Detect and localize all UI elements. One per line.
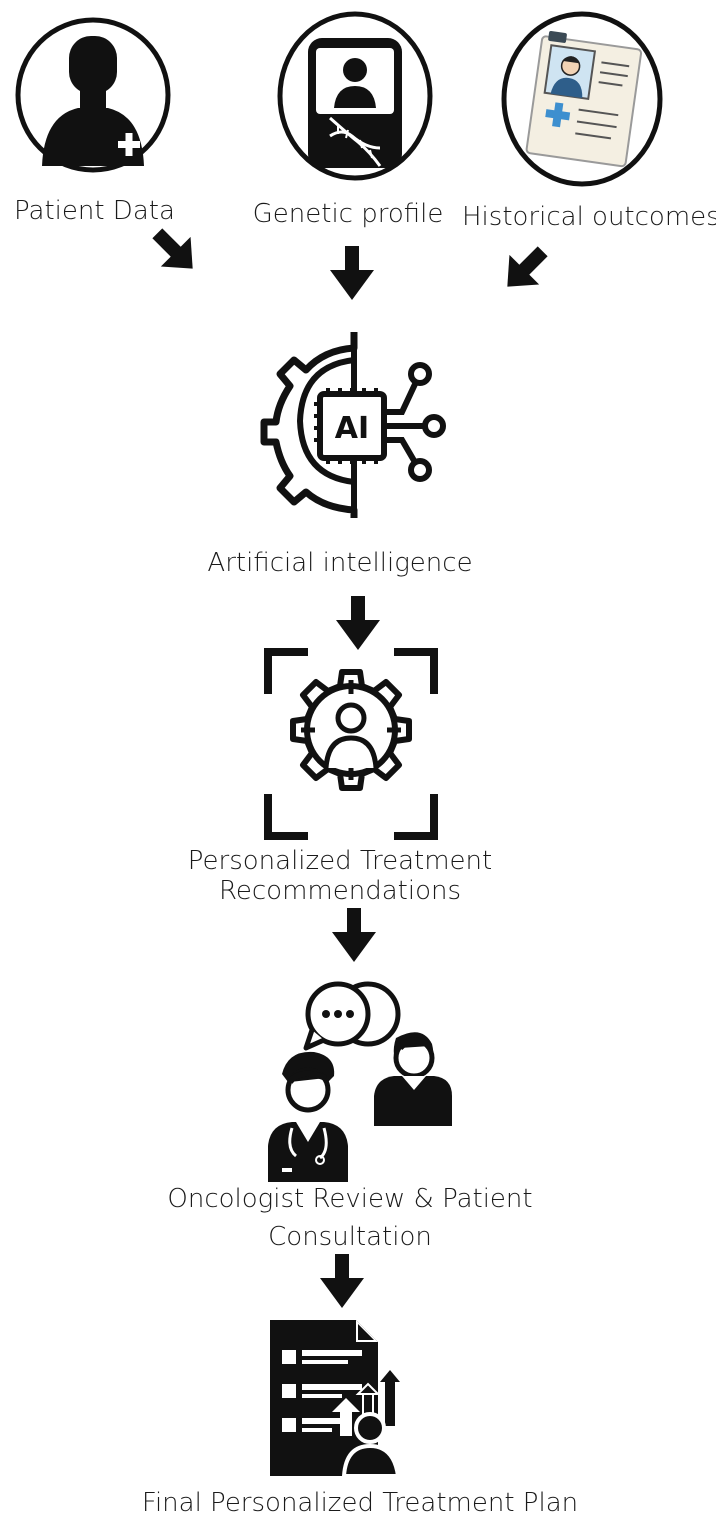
step-label-oncologist-review-line2: Consultation [268,1222,432,1252]
step-label-final-treatment-plan: Final Personalized Treatment Plan [141,1488,579,1518]
step-label-oncologist-review-line1: Oncologist Review & Patient [167,1184,533,1214]
treatment-plan-document-icon [266,1320,408,1480]
patient-data-icon [14,16,172,174]
doctor-patient-consultation-icon [262,978,454,1184]
arrow-down-left-icon [500,242,550,296]
input-label-genetic-profile: Genetic profile [252,199,444,229]
step-label-artificial-intelligence: Artificial intelligence [207,548,473,578]
arrow-down-icon [330,908,378,964]
input-label-patient-data: Patient Data [14,196,175,226]
genetic-profile-icon [276,10,434,182]
arrow-down-icon [334,596,382,652]
personalization-target-icon [262,646,440,842]
medical-record-icon [500,10,664,188]
arrow-down-right-icon [150,224,200,278]
arrow-down-icon [318,1254,366,1310]
step-label-personalized-treatment-line1: Personalized Treatment [187,846,493,876]
input-label-historical-outcomes: Historical outcomes [462,202,716,232]
step-label-personalized-treatment-line2: Recommendations [218,876,461,906]
arrow-down-icon [328,246,376,302]
ai-gear-chip-icon: AI [260,318,446,524]
ai-chip-text: AI [335,411,369,446]
